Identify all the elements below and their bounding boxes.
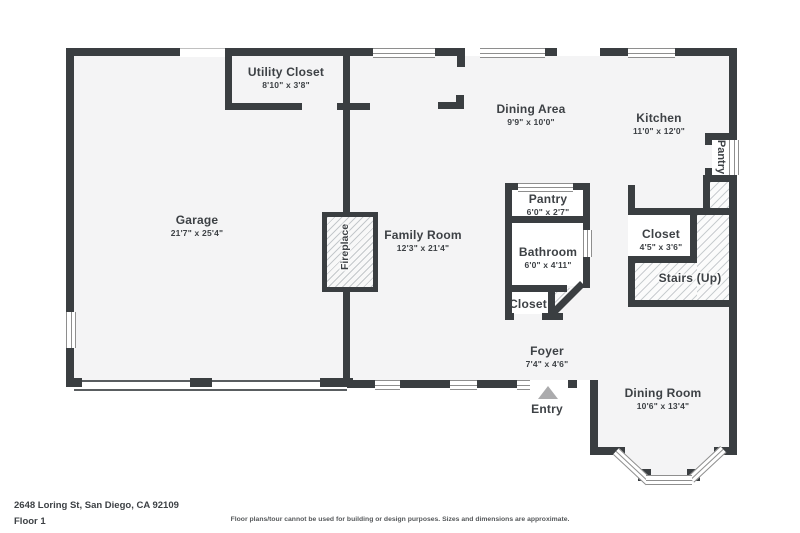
wall (690, 215, 697, 263)
wall (477, 380, 517, 388)
wall (343, 282, 350, 387)
room-label-kitchen-pantry: Pantry (715, 139, 727, 175)
floor-number-label: Floor 1 (14, 516, 46, 527)
disclaimer-text: Floor plans/tour cannot be used for buil… (230, 516, 570, 523)
wall (628, 263, 635, 307)
entry-arrow-icon (538, 386, 558, 399)
room-label-pantry: Pantry 6'0" x 2'7" (526, 192, 570, 217)
hall-closet-interior (512, 292, 548, 314)
door-opening (180, 48, 225, 57)
entry-door-opening (530, 380, 568, 388)
wall (573, 183, 590, 190)
fireplace (322, 212, 378, 292)
wall (225, 48, 232, 110)
floor-main (66, 48, 737, 387)
door-opening (577, 380, 590, 388)
room-label-kitchen: Kitchen 11'0" x 12'0" (632, 111, 686, 136)
wall (347, 380, 375, 388)
wall (457, 48, 465, 67)
wall (705, 133, 712, 145)
wall (438, 102, 464, 109)
room-label-garage: Garage 21'7" x 25'4" (170, 213, 224, 238)
window (729, 140, 739, 175)
room-label-fireplace: Fireplace (339, 223, 351, 271)
window (450, 380, 477, 390)
window (66, 312, 76, 348)
bathroom-interior (512, 223, 583, 286)
room-label-hall-closet: Closet (509, 297, 547, 311)
wall (400, 380, 450, 388)
wall (705, 133, 737, 140)
room-label-dining-area: Dining Area 9'9" x 10'0" (496, 102, 566, 127)
room-label-family-room: Family Room 12'3" x 21'4" (384, 228, 462, 253)
wall (66, 378, 82, 387)
kitchen-pantry-interior (712, 140, 729, 175)
room-label-entry: Entry (531, 402, 563, 416)
window (373, 48, 435, 58)
wall (583, 257, 590, 288)
address-label: 2648 Loring St, San Diego, CA 92109 (14, 500, 179, 511)
wall (505, 216, 590, 223)
window (583, 230, 592, 257)
room-label-kitchen-closet: Closet 4'5" x 3'6" (639, 227, 683, 252)
wall (729, 175, 737, 455)
wall (628, 208, 737, 215)
room-label-bathroom: Bathroom 6'0" x 4'11" (518, 245, 578, 270)
room-label-foyer: Foyer 7'4" x 4'6" (525, 344, 569, 369)
wall (590, 380, 598, 455)
door-opening (465, 48, 480, 56)
pantry-interior (512, 190, 583, 217)
wall (190, 378, 212, 387)
wall (545, 48, 557, 56)
stairs-hatch (635, 263, 697, 300)
wall (66, 348, 74, 387)
window (628, 48, 675, 58)
wall (225, 103, 302, 110)
room-label-utility-closet: Utility Closet 8'10" x 3'8" (247, 65, 325, 90)
wall (628, 300, 737, 307)
room-label-stairs: Stairs (Up) (658, 271, 722, 285)
stairs-hatch (697, 215, 729, 300)
wall (505, 313, 514, 320)
kitchen-closet-interior (635, 215, 690, 256)
wall (703, 182, 710, 208)
wall (435, 48, 465, 56)
wall (703, 175, 737, 182)
pantry-hatch (710, 182, 729, 208)
door-opening (628, 215, 635, 256)
floor-dining-room (590, 383, 737, 455)
wall (225, 48, 373, 56)
window (518, 183, 573, 192)
wall (66, 48, 74, 312)
wall (675, 48, 737, 56)
door-opening (557, 48, 600, 56)
wall (505, 285, 567, 292)
wall (729, 48, 737, 140)
wall (505, 183, 512, 320)
window (517, 380, 530, 390)
window (480, 48, 545, 58)
wall (337, 103, 370, 110)
wall (568, 380, 577, 388)
wall (600, 48, 628, 56)
wall (66, 48, 180, 56)
wall (628, 185, 635, 215)
room-label-dining-room: Dining Room 10'6" x 13'4" (624, 386, 702, 411)
wall (505, 183, 518, 190)
bay-window (646, 475, 692, 485)
wall (343, 48, 350, 212)
window (375, 380, 400, 390)
wall (583, 183, 590, 230)
wall (590, 447, 625, 455)
wall (320, 378, 353, 387)
wall (628, 256, 697, 263)
wall (456, 95, 464, 109)
wall (548, 292, 555, 320)
